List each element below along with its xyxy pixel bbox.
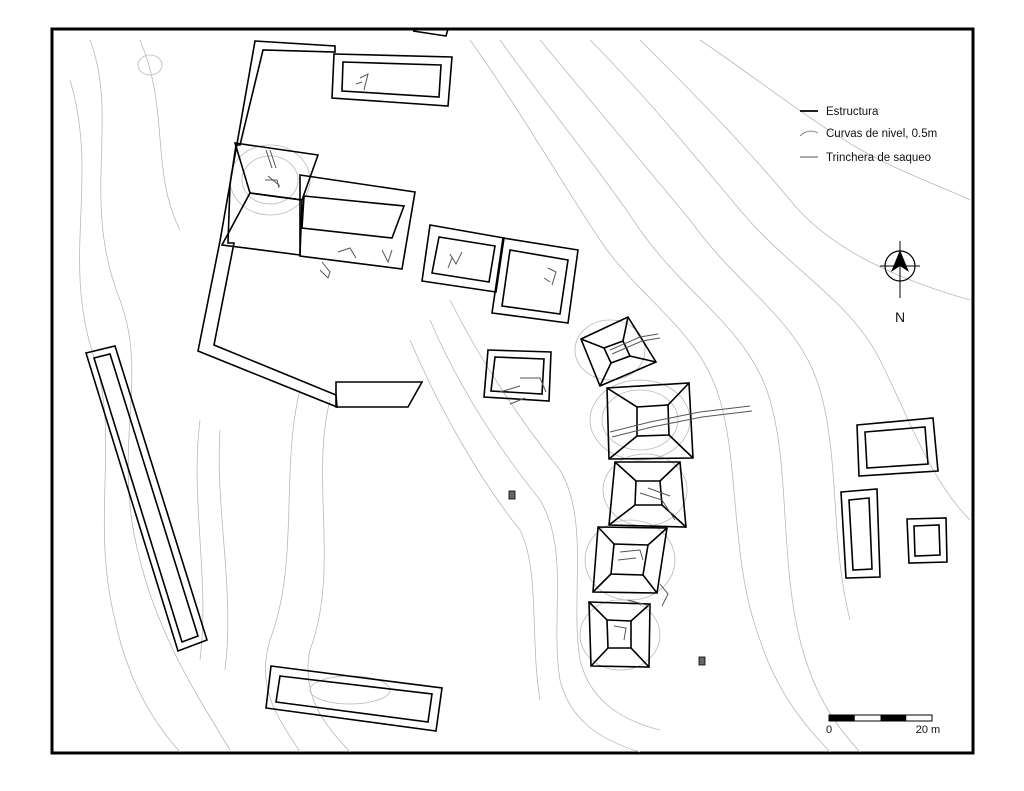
compass-icon	[880, 241, 920, 298]
north-label: N	[895, 309, 905, 325]
pyramid-3	[608, 461, 687, 528]
legend-label-trench: Trinchera de saqueo	[826, 152, 931, 164]
scale-bar: 0 20 m	[826, 714, 940, 736]
legend-contour-swatch	[799, 130, 819, 137]
looting-trenches	[265, 73, 753, 641]
legend-label-structure: Estructura	[826, 106, 879, 118]
pyramid-1	[579, 315, 658, 388]
pyramid-2	[606, 382, 694, 460]
scale-start-label: 0	[826, 724, 832, 736]
map-legend: Estructura Curvas de nivel, 0.5m Trinche…	[799, 106, 937, 164]
scale-end-label: 20 m	[916, 724, 940, 736]
structures	[84, 28, 974, 732]
legend-label-contour: Curvas de nivel, 0.5m	[826, 128, 937, 140]
pyramid-5	[588, 601, 651, 668]
map-frame	[50, 27, 975, 755]
north-arrow: N	[880, 241, 920, 325]
contour-lines	[69, 39, 971, 753]
pyramid-4	[592, 526, 668, 594]
